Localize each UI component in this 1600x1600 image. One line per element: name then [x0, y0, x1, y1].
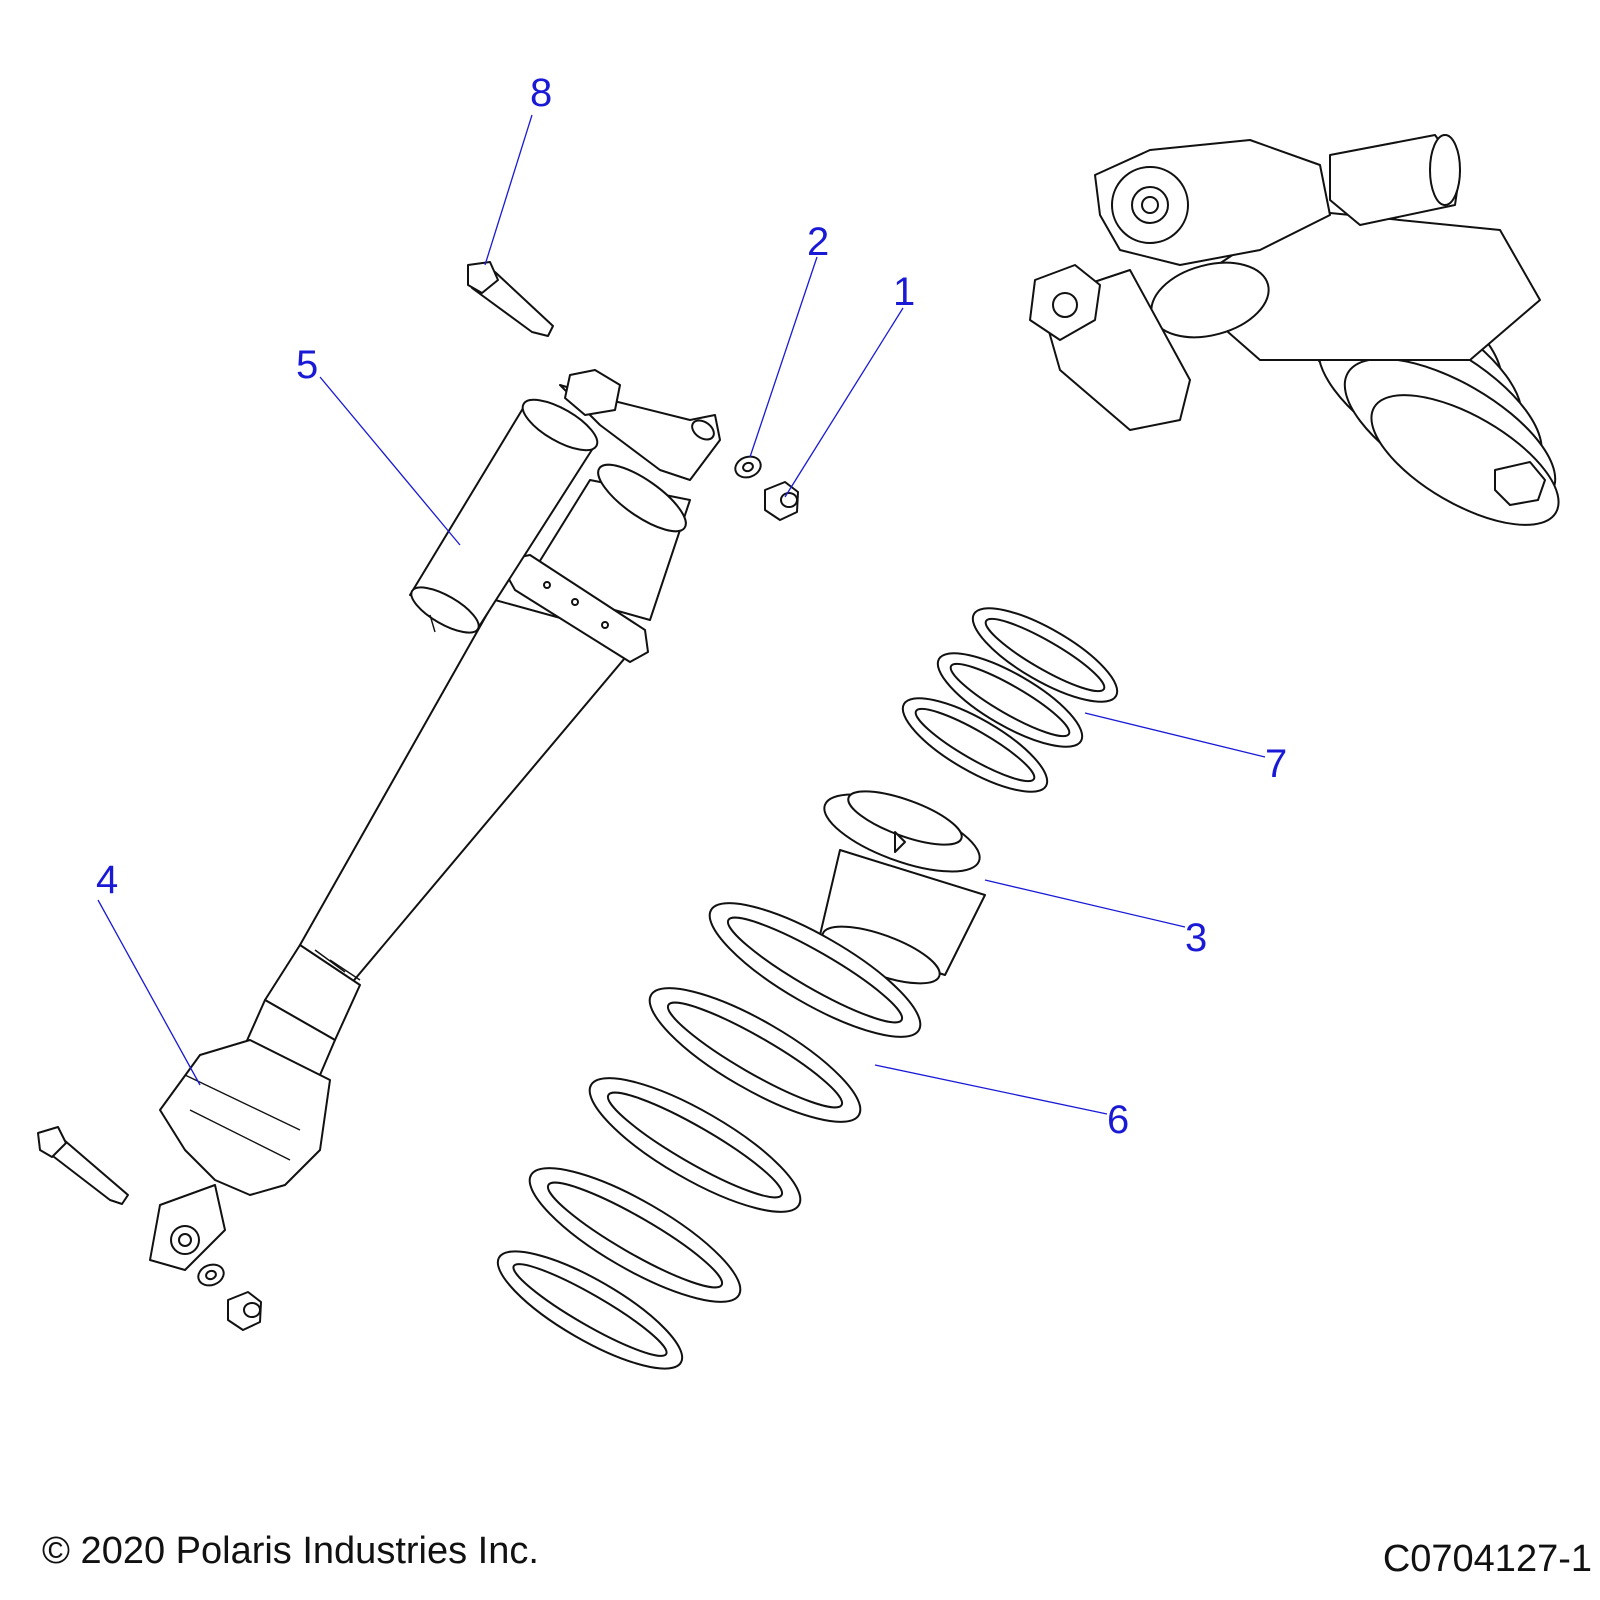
assembled-shock-view: [1029, 134, 1560, 526]
washer: [734, 455, 762, 479]
callout-6: 6: [1107, 1098, 1129, 1142]
leader-7: [1084, 712, 1266, 758]
leader-8: [484, 114, 533, 266]
nut: [764, 481, 799, 521]
callout-7: 7: [1265, 742, 1287, 786]
callout-5: 5: [296, 343, 318, 387]
callout-2: 2: [807, 220, 829, 264]
leader-2: [749, 256, 818, 458]
callout-labels: 1 2 3 4 5 6 7 8: [96, 71, 1287, 1142]
leader-4: [97, 899, 201, 1086]
bolt-lower: [37, 1126, 129, 1205]
leader-6: [874, 1064, 1108, 1115]
drawing-code: C0704127-1: [1382, 1538, 1592, 1580]
main-spring: [496, 902, 922, 1370]
leader-lines: [97, 114, 1266, 1115]
leader-3: [984, 879, 1186, 928]
callout-8: 8: [530, 71, 552, 115]
callout-1: 1: [893, 270, 915, 314]
upper-spring: [901, 607, 1119, 793]
leader-5: [319, 376, 461, 546]
shock-absorber-body: [149, 369, 721, 1271]
callout-4: 4: [96, 858, 118, 902]
copyright-notice: © 2020 Polaris Industries Inc.: [42, 1530, 539, 1572]
bolt-upper: [467, 261, 554, 337]
callout-3: 3: [1185, 916, 1207, 960]
lower-washer-nut: [197, 1263, 262, 1331]
leader-1: [784, 307, 904, 498]
spring-adapter: [819, 790, 986, 985]
reservoir-canister: [409, 398, 599, 634]
